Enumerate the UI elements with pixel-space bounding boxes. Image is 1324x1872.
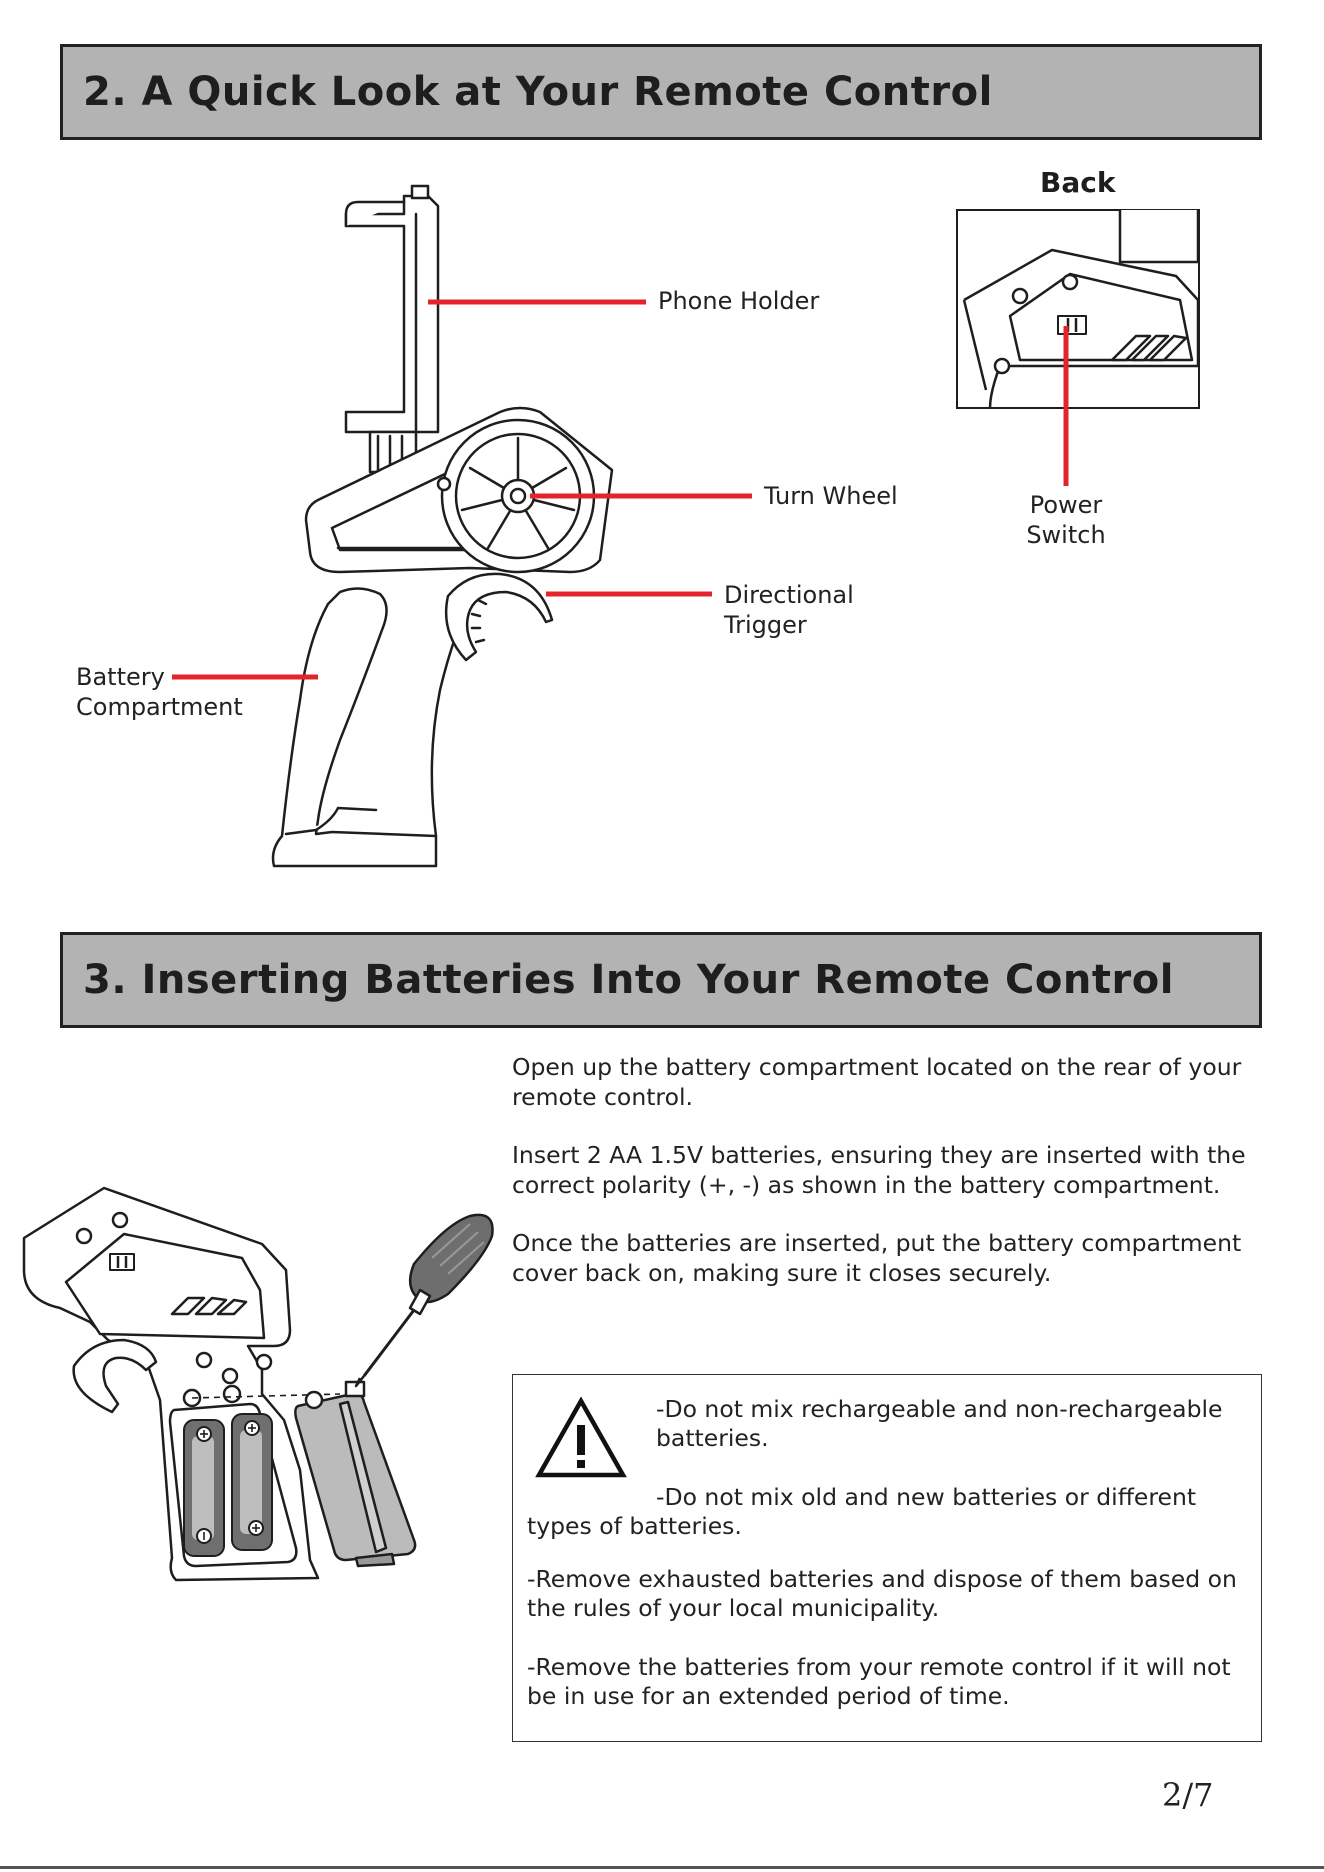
warning-item-4: -Remove the batteries from your remote c… [527, 1653, 1231, 1710]
section-title: 3. Inserting Batteries Into Your Remote … [83, 957, 1174, 1003]
directional-trigger-label-line1: Directional [724, 581, 854, 609]
warning-item-2: -Do not mix old and new batteries or dif… [527, 1483, 1197, 1540]
instruction-paragraph-2: Insert 2 AA 1.5V batteries, ensuring the… [512, 1141, 1246, 1199]
power-switch-label-line1: Power [1029, 491, 1103, 519]
page-number: 2/7 [1162, 1776, 1214, 1814]
power-switch-label-line2: Switch [1026, 521, 1106, 549]
instruction-paragraph-1: Open up the battery compartment located … [512, 1053, 1242, 1111]
grip-shape [271, 587, 438, 868]
remote-back-inset [956, 209, 1200, 486]
directional-trigger-shape [444, 572, 554, 662]
battery-compartment-label-line1: Battery [76, 663, 165, 691]
section-title: 2. A Quick Look at Your Remote Control [83, 69, 993, 115]
remote-control-front-illustration [172, 184, 752, 868]
battery-compartment-label-line2: Compartment [76, 693, 243, 721]
bottom-divider [0, 1866, 1324, 1869]
warning-item-1: -Do not mix rechargeable and non-recharg… [656, 1395, 1223, 1452]
directional-trigger-label-line2: Trigger [724, 611, 807, 639]
back-view-title: Back [1040, 166, 1116, 199]
instruction-paragraph-3: Once the batteries are inserted, put the… [512, 1229, 1242, 1287]
section-header-inserting-batteries: 3. Inserting Batteries Into Your Remote … [60, 932, 1262, 1028]
section-header-quick-look: 2. A Quick Look at Your Remote Control [60, 44, 1262, 140]
warning-item-3: -Remove exhausted batteries and dispose … [527, 1565, 1237, 1622]
phone-holder-label: Phone Holder [658, 287, 820, 315]
turn-wheel-label: Turn Wheel [764, 482, 898, 510]
battery-warning-box: -Do not mix rechargeable and non-recharg… [512, 1374, 1262, 1742]
warning-triangle-icon [535, 1396, 627, 1478]
